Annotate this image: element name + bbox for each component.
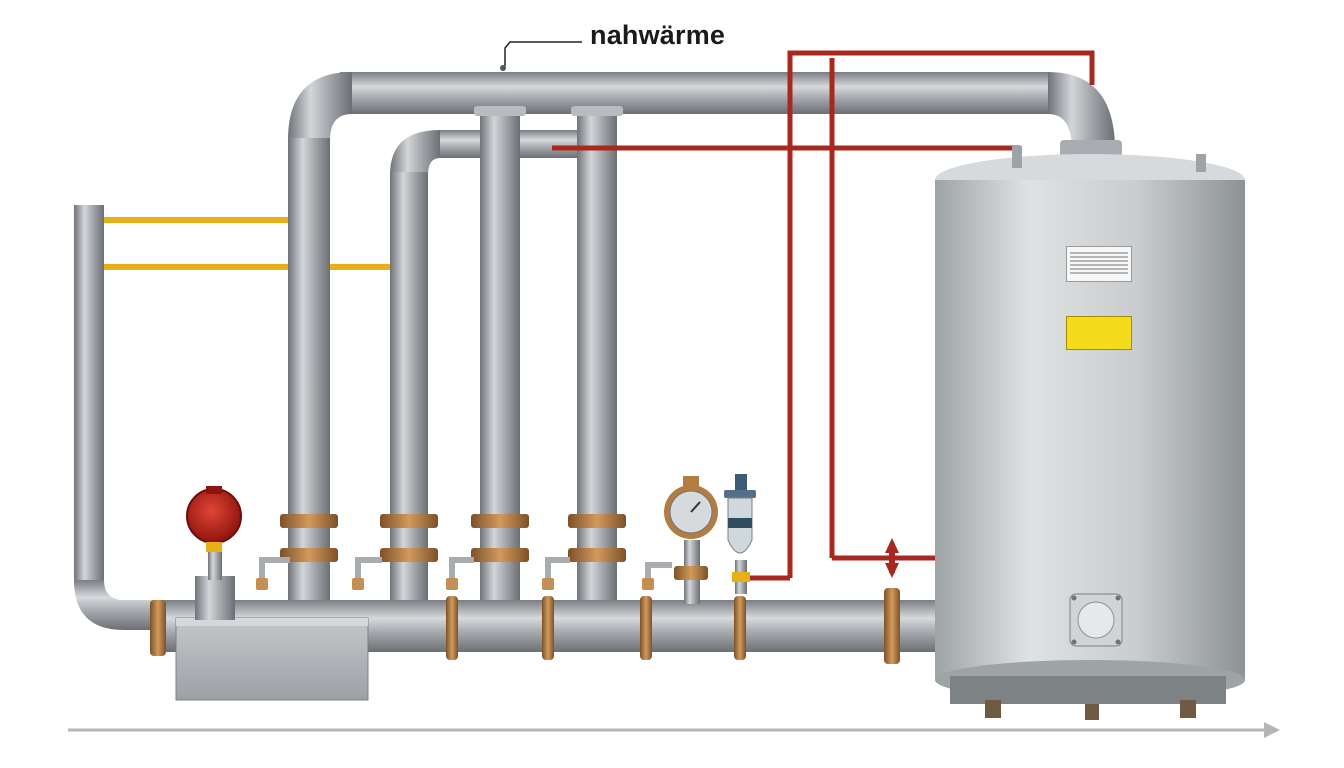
- tank-access-hatch: [1069, 593, 1123, 647]
- label-leader-line: [500, 41, 582, 71]
- system-label: nahwärme: [590, 20, 726, 50]
- tank-warning-label: [1066, 316, 1132, 350]
- red-pressure-gauge: [186, 486, 242, 580]
- left-standpipe: [74, 205, 160, 630]
- grey-pressure-gauge: [664, 476, 718, 604]
- vertical-risers: [288, 106, 623, 608]
- main-pipe-clamps: [150, 588, 900, 664]
- branch-fittings: [256, 578, 654, 590]
- air-separator: [724, 474, 756, 594]
- pump-box: [175, 576, 369, 701]
- ground-arrow: [68, 722, 1280, 738]
- yellow-bars: [104, 217, 390, 270]
- tank-info-plate: [1066, 246, 1132, 282]
- riser-flanges: [280, 514, 626, 562]
- top-header-pipe: [288, 72, 1122, 158]
